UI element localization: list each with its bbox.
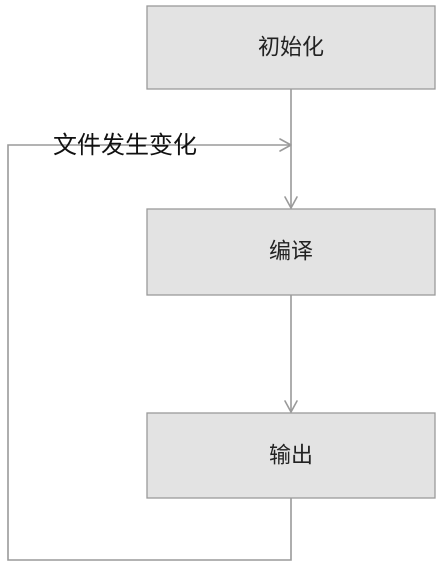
loop-edge-label: 文件发生变化 xyxy=(53,131,197,159)
edge-output-to-compile-loop: 文件发生变化 xyxy=(7,131,292,561)
edge-compile-to-output xyxy=(284,295,298,413)
node-init-label: 初始化 xyxy=(258,36,324,61)
arrowhead-down-icon xyxy=(284,196,298,209)
arrowhead-down-icon xyxy=(284,400,298,413)
node-init: 初始化 xyxy=(146,5,436,90)
edge-init-to-compile xyxy=(284,89,298,209)
node-output-label: 输出 xyxy=(269,444,313,469)
node-compile-label: 编译 xyxy=(269,240,313,265)
arrowhead-right-icon xyxy=(279,138,292,152)
node-compile: 编译 xyxy=(146,208,436,296)
node-output: 输出 xyxy=(146,412,436,499)
